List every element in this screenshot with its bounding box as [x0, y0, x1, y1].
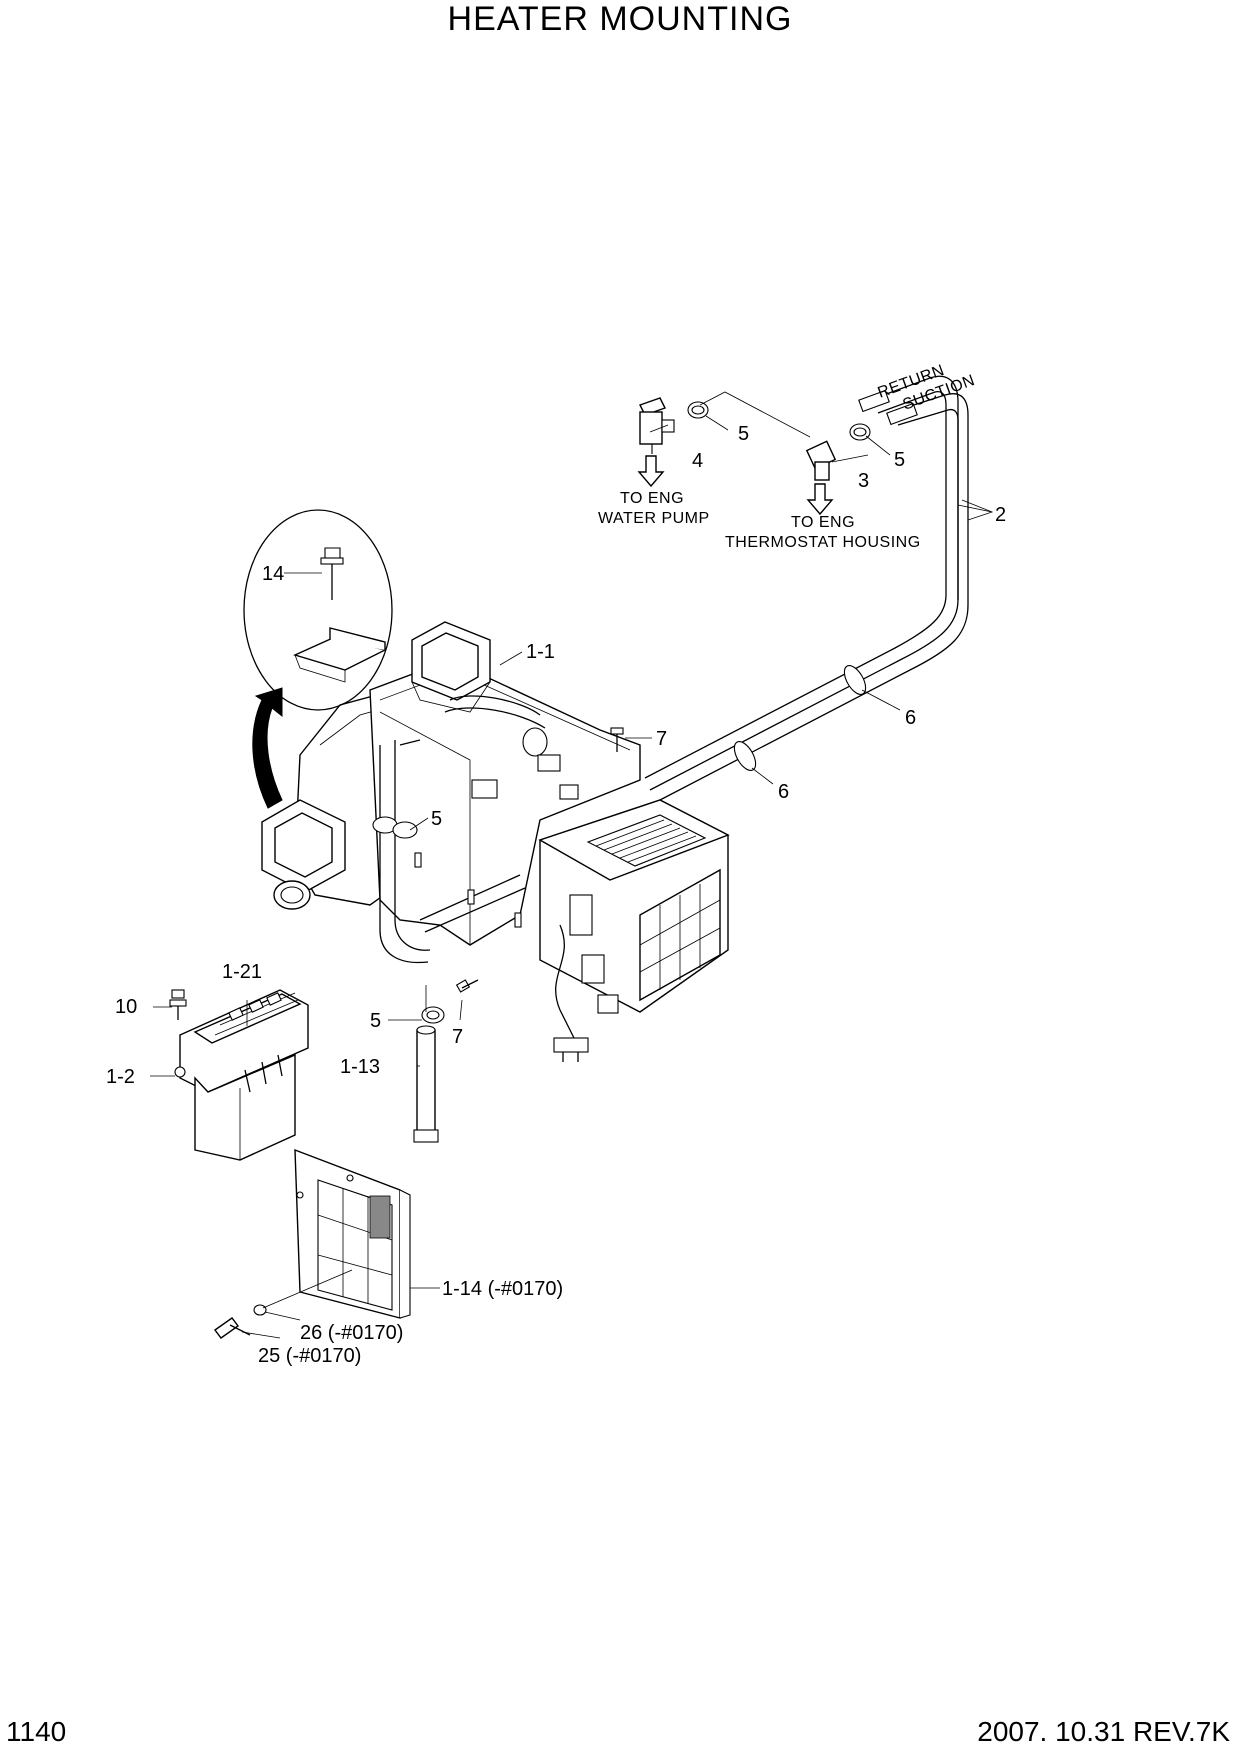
- callout-1-1: 1-1: [526, 641, 555, 663]
- washer: [253, 1304, 267, 1316]
- hose-clamp-top-left: [687, 401, 709, 419]
- hose-clamp-top-right: [849, 423, 871, 441]
- water-pump-note-line2: WATER PUMP: [598, 510, 710, 527]
- leader-lines: [150, 415, 901, 1339]
- callout-1-13: 1-13: [340, 1056, 380, 1078]
- controller-unit: [169, 989, 309, 1161]
- page-number: 1140: [6, 1716, 67, 1747]
- screw-upper: [610, 727, 624, 752]
- wing-bolt: [214, 1317, 251, 1339]
- hose-clamp-middle: [372, 816, 418, 839]
- callout-1-2: 1-2: [106, 1066, 135, 1088]
- arrow-down-water-pump: [637, 455, 665, 488]
- curved-arrow-icon: [252, 687, 283, 809]
- water-valve: [639, 397, 675, 454]
- callout-5-top-left: 5: [738, 423, 749, 445]
- hose-clamp-lower: [421, 1006, 445, 1024]
- screw-lower: [455, 979, 479, 993]
- page-title: HEATER MOUNTING: [447, 0, 793, 38]
- thermostat-note-line2: THERMOSTAT HOUSING: [725, 534, 921, 551]
- evaporator-box: [538, 799, 730, 1062]
- callout-5-lower: 5: [370, 1010, 381, 1032]
- callout-10: 10: [115, 996, 137, 1018]
- callout-6-lower: 6: [778, 781, 789, 803]
- callout-26: 26 (-#0170): [300, 1322, 403, 1344]
- callout-25: 25 (-#0170): [258, 1345, 361, 1367]
- callout-3: 3: [858, 470, 869, 492]
- callout-14: 14: [262, 563, 284, 585]
- thermostat-note-line1: TO ENG: [791, 514, 855, 531]
- callout-1-21: 1-21: [222, 961, 262, 983]
- callout-7-upper: 7: [656, 728, 667, 750]
- callout-6-upper: 6: [905, 707, 916, 729]
- callout-2: 2: [995, 504, 1006, 526]
- tube-assembly: RETURN SUCTION: [644, 362, 994, 801]
- callout-5-middle: 5: [431, 808, 442, 830]
- arrow-down-thermostat: [806, 483, 834, 516]
- water-pump-note-line1: TO ENG: [620, 490, 684, 507]
- drain-hose: [413, 985, 439, 1143]
- callout-4: 4: [692, 450, 703, 472]
- detail-circle: [243, 509, 393, 711]
- elbow-fitting: [805, 440, 837, 481]
- cover-grille: [294, 1148, 411, 1319]
- revision-stamp: 2007. 10.31 REV.7K: [977, 1716, 1230, 1747]
- callout-5-top-right: 5: [894, 449, 905, 471]
- callout-1-14: 1-14 (-#0170): [442, 1278, 563, 1300]
- heater-unit-assembly: [261, 621, 641, 964]
- callout-7-lower: 7: [452, 1026, 463, 1048]
